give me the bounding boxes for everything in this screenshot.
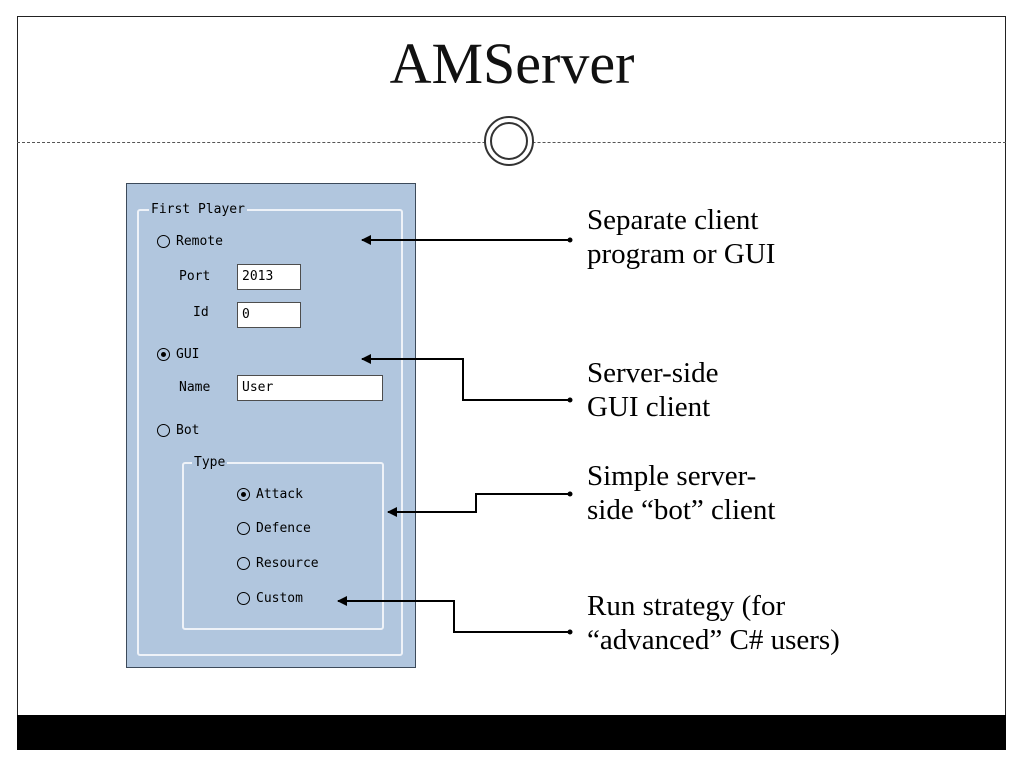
annotation-line: Simple server- <box>587 460 757 492</box>
arrow-run-strategy <box>337 596 573 635</box>
slide-title: AMServer <box>389 31 635 96</box>
port-label: Port <box>179 269 211 284</box>
annotation-line: side “bot” client <box>587 494 776 526</box>
resource-radio-circle <box>237 556 250 570</box>
annotation-line: “advanced” C# users) <box>587 624 840 656</box>
gui-radio-label: GUI <box>176 346 200 362</box>
arrow-bot-client <box>387 491 573 517</box>
type-groupbox <box>182 462 384 630</box>
divider-ring-ornament <box>484 116 534 166</box>
type-group-title: Type <box>192 455 228 470</box>
id-input[interactable]: 0 <box>237 302 301 328</box>
attack-radio-circle <box>237 487 250 501</box>
annotation-run-strategy: Run strategy (for “advanced” C# users) <box>587 589 840 657</box>
bot-radio-label: Bot <box>176 422 200 438</box>
attack-radio-label: Attack <box>256 486 303 502</box>
annotation-line: Separate client <box>587 204 759 236</box>
id-label: Id <box>193 305 209 320</box>
bottom-bar <box>17 715 1006 750</box>
annotation-bot-client: Simple server- side “bot” client <box>587 459 775 527</box>
annotation-line: Run strategy (for <box>587 590 786 622</box>
gui-radio[interactable]: GUI <box>157 345 199 363</box>
annotation-line: program or GUI <box>587 238 776 270</box>
name-label: Name <box>179 380 211 395</box>
annotation-separate-client: Separate client program or GUI <box>587 203 775 271</box>
annotation-server-side-gui: Server-side GUI client <box>587 356 718 424</box>
gui-radio-circle <box>157 347 170 361</box>
bot-radio[interactable]: Bot <box>157 421 199 439</box>
resource-radio[interactable]: Resource <box>237 554 319 572</box>
first-player-groupbox <box>137 209 403 656</box>
remote-radio[interactable]: Remote <box>157 232 223 250</box>
defence-radio-circle <box>237 521 250 535</box>
attack-radio[interactable]: Attack <box>237 485 303 503</box>
defence-radio[interactable]: Defence <box>237 519 311 537</box>
annotation-line: GUI client <box>587 391 711 423</box>
arrow-server-side-gui <box>361 354 573 403</box>
defence-radio-label: Defence <box>256 520 311 536</box>
name-input[interactable]: User <box>237 375 383 401</box>
remote-radio-circle <box>157 234 170 248</box>
bot-radio-circle <box>157 423 170 437</box>
custom-radio[interactable]: Custom <box>237 589 303 607</box>
custom-radio-circle <box>237 591 250 605</box>
first-player-panel: First Player Remote Port 2013 Id 0 GUI N… <box>126 183 416 668</box>
custom-radio-label: Custom <box>256 590 303 606</box>
port-input[interactable]: 2013 <box>237 264 301 290</box>
remote-radio-label: Remote <box>176 233 223 249</box>
first-player-group-title: First Player <box>149 202 247 217</box>
annotation-line: Server-side <box>587 357 719 389</box>
resource-radio-label: Resource <box>256 555 319 571</box>
